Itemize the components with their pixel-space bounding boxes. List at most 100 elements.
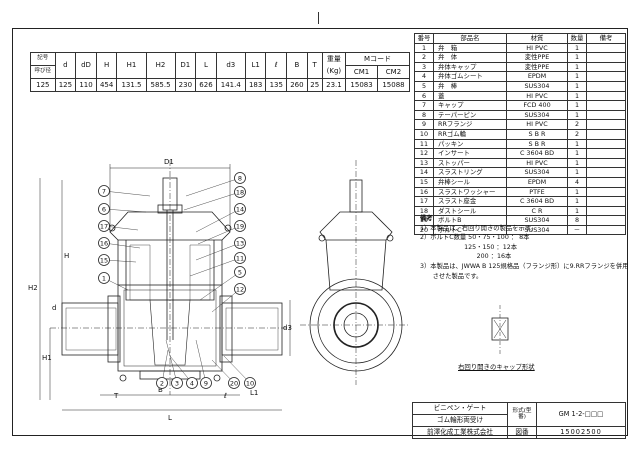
title-block: ビニペン・ゲート 形式(型番) GM 1-2-□□□ ゴム輪形両受け 前澤化成工… (412, 402, 626, 439)
dims-head-weight: 重量 (321, 52, 347, 66)
callout-circle (234, 186, 246, 198)
dims-cell: 260 (286, 78, 308, 92)
callout-circle (98, 237, 110, 249)
callout-circle (98, 254, 110, 266)
callout-circle (234, 203, 246, 215)
dim-d3: d3 (283, 324, 292, 332)
dim-L1: L1 (250, 389, 258, 397)
dims-head-cm2: CM2 (376, 65, 411, 79)
cap-shape-caption: 右回り開きのキャップ形状 (458, 363, 535, 371)
dim-H2: H2 (28, 284, 38, 292)
dims-value-row: 125 125 110 454 131.5 585.5 230 626 141.… (30, 78, 411, 92)
title-drawing-no: 15002500 (536, 426, 626, 439)
callout-circle (171, 377, 183, 389)
callout-circle (234, 283, 246, 295)
callout-leader (165, 339, 178, 384)
callout-circle (228, 377, 240, 389)
callout-number: 1 (102, 274, 106, 282)
callout-circle (234, 266, 246, 278)
callout-circle (234, 220, 246, 232)
callout-circle (98, 220, 110, 232)
callout-leader (195, 208, 241, 233)
dim-D1: D1 (164, 158, 174, 166)
callout-leader (195, 242, 241, 261)
callout-circle (234, 237, 246, 249)
notes-heading: 備考 (420, 215, 433, 222)
callout-circle (200, 377, 212, 389)
callout-number: 15 (100, 256, 108, 264)
dims-head-H2: H2 (145, 52, 176, 79)
callout-leader (103, 190, 151, 197)
callout-circle (234, 172, 246, 184)
notes: 備考 1）本製品は、右回り開きの製品を示す。 2）ボルトC数量 50・75・10… (420, 214, 629, 281)
dims-cell: 585.5 (145, 78, 176, 92)
dims-head-d3: d3 (215, 52, 246, 79)
callout-circle (98, 203, 110, 215)
callout-number: 9 (204, 379, 208, 387)
dims-cell: 23.1 (321, 78, 347, 92)
note-line: 125・150 ：12本 (420, 243, 518, 251)
dim-H: H (64, 252, 69, 260)
callout-number: 3 (175, 379, 179, 387)
callout-leader (103, 242, 141, 249)
dimensions-table: 記号 d dD H H1 H2 D1 L d3 L1 ℓ B T 重量 Mコード… (30, 52, 411, 92)
title-company: 前澤化成工業株式会社 (412, 426, 508, 439)
part-remarks (586, 224, 626, 236)
callout-circle (156, 377, 168, 389)
callout-leader (199, 271, 241, 301)
callout-number: 5 (238, 268, 242, 276)
callout-leader (223, 355, 251, 384)
dim-T: T (113, 392, 119, 400)
callout-number: 2 (160, 379, 164, 387)
callout-leader (185, 177, 241, 197)
dimension-lines (39, 164, 291, 411)
note-line: 3）本製品は、JWWA B 125規格品（フランジ形）に9.RRフランジを併用 (420, 262, 629, 270)
cap-shape-detail (491, 305, 509, 356)
side-view (300, 160, 410, 385)
callout-number: 20 (230, 379, 238, 387)
dim-d: d (52, 304, 56, 312)
callout-number: 6 (102, 205, 106, 213)
dimension-labels: D1 H H2 H1 B L L1 d3 T ℓ d (28, 158, 292, 422)
callout-number: 8 (238, 174, 242, 182)
callout-leader (195, 339, 207, 384)
note-line: 1）本製品は、右回り開きの製品を示す。 (420, 224, 537, 232)
center-tick (318, 12, 319, 24)
callout-number: 11 (236, 254, 244, 262)
drawing-frame (12, 28, 628, 436)
callout-circle (186, 377, 198, 389)
dims-cell: 125 (30, 78, 56, 92)
dims-subhead-row: 呼び径 (Kg) CM1 CM2 (30, 65, 411, 79)
callout-leader (183, 191, 241, 211)
dims-cell: 230 (174, 78, 197, 92)
callout-circle (98, 185, 110, 197)
dims-cell: 15083 (345, 78, 378, 92)
callout-number: 16 (100, 239, 108, 247)
callout-number: 14 (236, 205, 244, 213)
dim-B: B (158, 386, 163, 394)
callout-leader (189, 257, 241, 277)
callout-number: 12 (236, 285, 244, 293)
callout-number: 13 (236, 239, 244, 247)
dims-head-D1: D1 (174, 52, 197, 79)
dims-cell: 15088 (376, 78, 411, 92)
callout-number: 19 (236, 222, 244, 230)
callout-number: 17 (100, 222, 108, 230)
dims-cell: 454 (95, 78, 118, 92)
callout-leader (103, 208, 147, 213)
dim-l: ℓ (223, 392, 227, 400)
dim-H1: H1 (42, 354, 52, 362)
dims-cell: 131.5 (116, 78, 147, 92)
title-model-value: GM 1-2-□□□ (536, 402, 626, 427)
note-line: 2）ボルトC数量 50・75・100 ： 8本 (420, 234, 530, 242)
callout-leader (211, 288, 241, 313)
callout-circle (244, 377, 256, 389)
front-view (50, 160, 290, 395)
